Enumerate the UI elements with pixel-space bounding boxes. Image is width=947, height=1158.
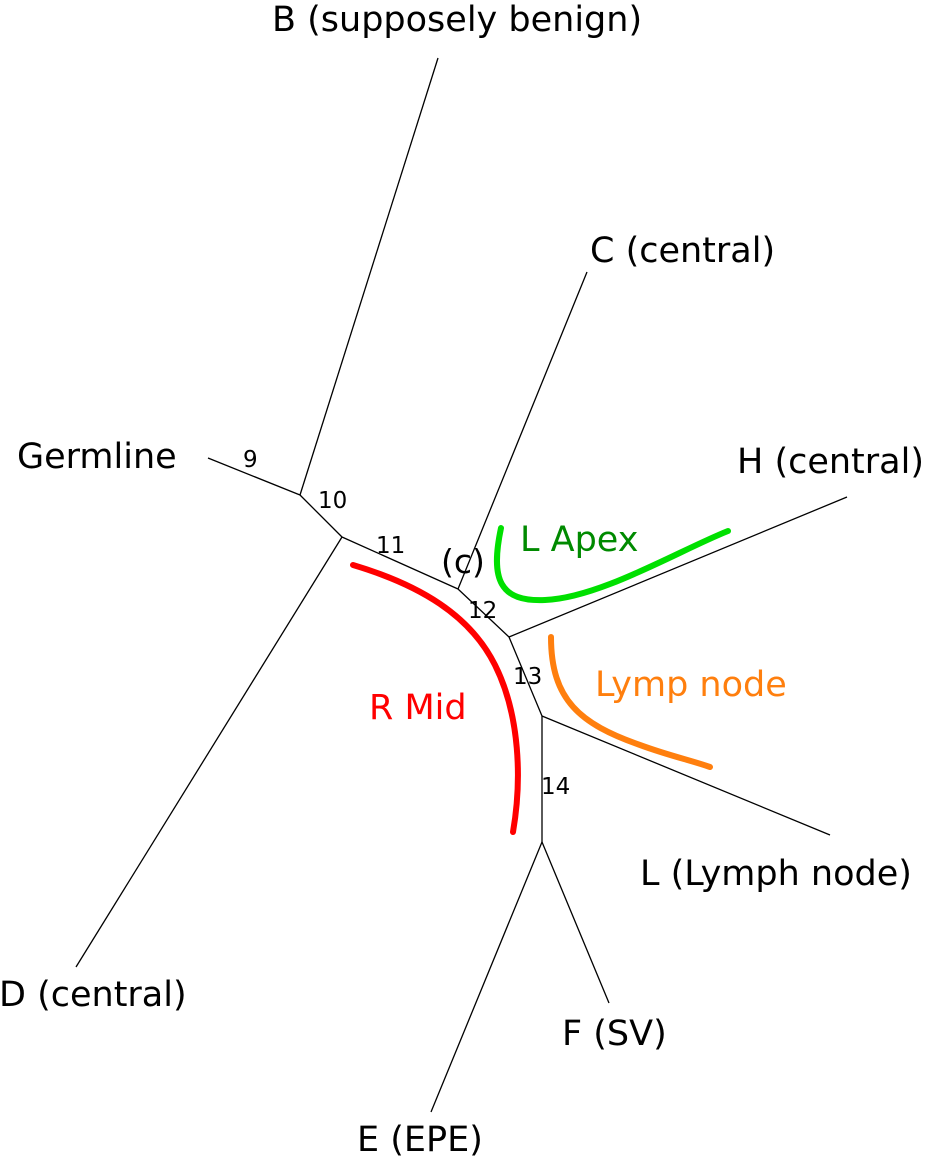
node-label-11: 11 [376,533,405,559]
lymp-node-arc [548,634,713,770]
tip-label-c: C (central) [590,231,775,271]
branch-12-13 [508,636,543,717]
branch-10-11 [299,494,343,538]
branch-d [75,536,343,968]
c-marker-label: (c) [441,542,485,581]
tip-label-f: F (SV) [562,1014,667,1054]
tip-label-b: B (supposely benign) [272,0,642,40]
branch-h [508,496,848,638]
r-mid-label: R Mid [369,688,467,728]
lymp-node-label: Lymp node [595,665,787,705]
branch-l [541,715,831,836]
tip-label-h: H (central) [737,442,924,482]
l-apex-arc [493,525,731,604]
branch-11-c [341,536,459,590]
branch-f [541,841,610,1004]
node-label-10: 10 [318,488,347,514]
r-mid-arc [350,562,521,835]
branch-germline [207,457,301,496]
tip-label-germline: Germline [17,437,177,477]
branch-c-12 [457,588,510,638]
tip-label-e: E (EPE) [357,1120,483,1158]
branch-e [430,841,543,1113]
node-label-9: 9 [243,447,258,473]
tip-label-l: L (Lymph node) [640,854,912,894]
branch-b [299,57,439,496]
node-label-13: 13 [513,664,542,690]
node-label-14: 14 [541,774,570,800]
l-apex-label: L Apex [520,520,638,560]
node-label-12: 12 [468,598,497,624]
branch-c [457,271,588,590]
tip-label-d: D (central) [0,975,187,1015]
tree-branches [75,57,848,1113]
